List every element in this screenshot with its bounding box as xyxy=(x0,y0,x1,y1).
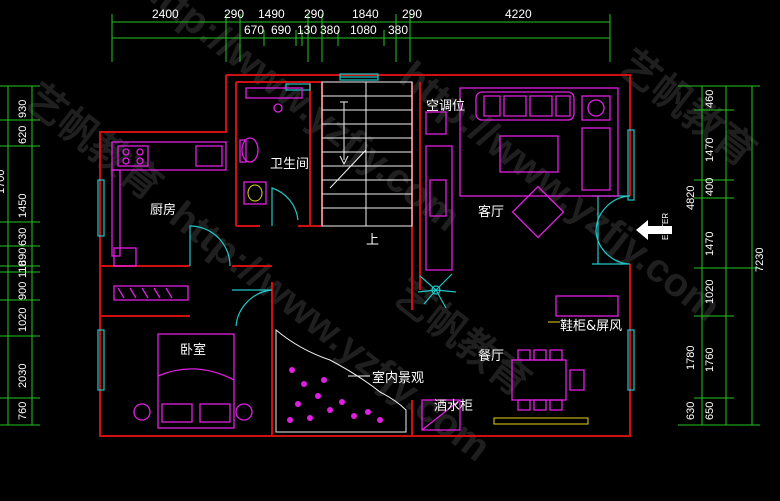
dim-left-630: 630 xyxy=(17,228,29,246)
dim-right-650: 650 xyxy=(704,402,716,420)
label-living-room: 客厅 xyxy=(478,204,504,220)
dim-left-1700: 1700 xyxy=(0,170,7,194)
dim-left-620: 620 xyxy=(17,126,29,144)
dim-left-890: 890 xyxy=(17,248,29,266)
entrance-label: ENTER xyxy=(661,213,670,240)
doors xyxy=(189,187,631,327)
label-shoe-cabinet-screen: 鞋柜&屏风 xyxy=(560,318,622,334)
dim-left-930: 930 xyxy=(17,100,29,118)
dim-right-7230: 7230 xyxy=(754,248,766,272)
dim-right-1470b: 1470 xyxy=(704,232,716,256)
dim-top-670: 670 xyxy=(244,23,264,37)
dim-right-1470a: 1470 xyxy=(704,138,716,162)
dim-top-690: 690 xyxy=(271,23,291,37)
room-labels: 厨房 卫生间 空调位 客厅 上 卧室 室内景观 餐厅 酒水柜 鞋柜&屏风 xyxy=(150,99,622,414)
dim-top-380b: 380 xyxy=(388,23,408,37)
dim-right-1020: 1020 xyxy=(704,280,716,304)
dim-top-290b: 290 xyxy=(304,7,324,21)
dim-top-130: 130 xyxy=(297,23,317,37)
label-ac-position: 空调位 xyxy=(426,99,465,114)
indoor-landscape-area xyxy=(275,328,407,433)
label-dining-room: 餐厅 xyxy=(478,348,504,364)
entrance-arrow: ENTER xyxy=(636,213,672,240)
dim-top-1490: 1490 xyxy=(258,7,285,21)
living-room-furniture xyxy=(425,87,619,271)
dim-top-1840: 1840 xyxy=(352,7,379,21)
dim-left-1450: 1450 xyxy=(17,194,29,218)
dim-left-2030: 2030 xyxy=(17,364,29,388)
plant-decor xyxy=(417,273,457,309)
left-dimensions: 930 620 1450 630 890 110 900 1020 2030 7… xyxy=(0,85,40,426)
dim-right-4820: 4820 xyxy=(685,186,697,210)
stairs xyxy=(321,81,413,227)
dim-left-110: 110 xyxy=(17,260,29,278)
shoe-cabinet xyxy=(548,295,619,323)
dining-furniture xyxy=(493,349,589,425)
label-indoor-landscape: 室内景观 xyxy=(372,370,424,386)
dim-top-1080: 1080 xyxy=(350,23,377,37)
bathroom-fixtures xyxy=(239,87,303,205)
dim-left-900: 900 xyxy=(17,282,29,300)
dim-right-630: 630 xyxy=(685,402,697,420)
dim-left-1020: 1020 xyxy=(17,308,29,332)
dim-top-380a: 380 xyxy=(320,23,340,37)
wine-cabinet xyxy=(421,399,461,431)
label-kitchen: 厨房 xyxy=(150,202,176,218)
dim-right-400: 400 xyxy=(704,178,716,196)
kitchen-fixtures xyxy=(111,141,227,267)
top-dimensions: 2400 290 1490 290 1840 290 4220 670 690 … xyxy=(111,7,611,62)
dim-top-4220: 4220 xyxy=(505,7,532,21)
dim-right-1780: 1780 xyxy=(685,346,697,370)
dim-top-290c: 290 xyxy=(402,7,422,21)
dim-right-460: 460 xyxy=(704,90,716,108)
bedroom-furniture xyxy=(113,285,253,429)
label-bedroom: 卧室 xyxy=(180,342,206,358)
dim-top-290a: 290 xyxy=(224,7,244,21)
dim-top-2400: 2400 xyxy=(152,7,179,21)
label-wine-cabinet: 酒水柜 xyxy=(434,399,473,414)
label-bathroom: 卫生间 xyxy=(270,157,309,172)
windows xyxy=(97,73,635,391)
dim-left-760: 760 xyxy=(17,402,29,420)
watermark-layer: 艺帆教育 艺帆教育 艺帆教育 http://www.yzfjy.com http… xyxy=(17,0,764,470)
label-stairs-up: 上 xyxy=(366,233,379,248)
dim-right-1760: 1760 xyxy=(704,348,716,372)
right-dimensions: 460 1470 400 1470 1020 1760 650 4820 178… xyxy=(678,85,766,426)
